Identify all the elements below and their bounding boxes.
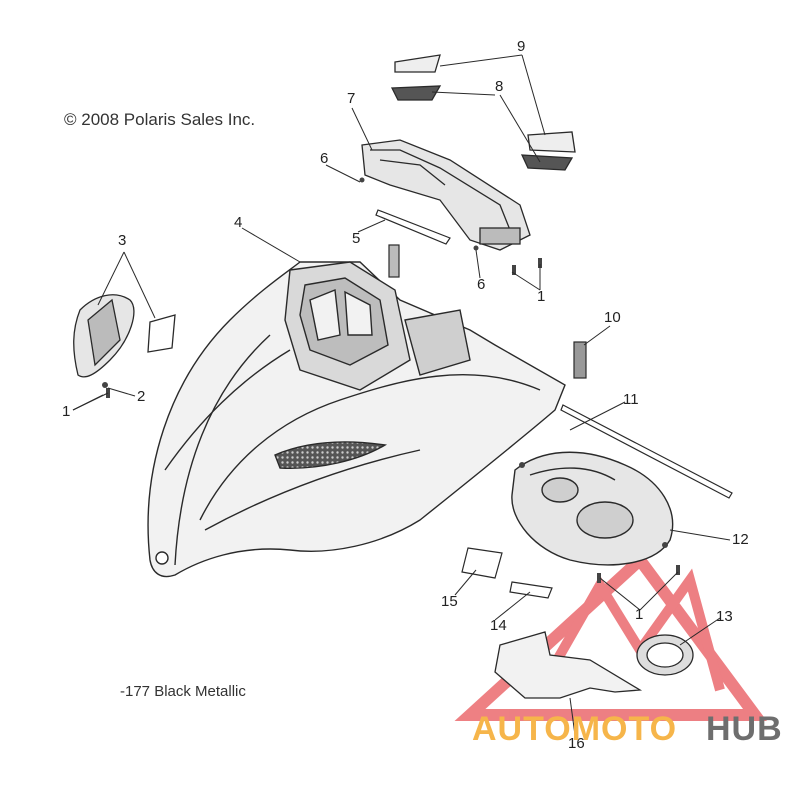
watermark-text-automoto: AUTOMOTO bbox=[472, 710, 678, 748]
mirror-part-3 bbox=[73, 294, 176, 378]
watermark-text-hub: HUB bbox=[706, 710, 783, 748]
callout-4: 4 bbox=[234, 214, 243, 231]
leader-lines bbox=[72, 54, 731, 736]
gasket-part-13 bbox=[636, 634, 694, 676]
callout-6-left: 6 bbox=[320, 150, 329, 167]
pad-part-9 bbox=[394, 54, 576, 153]
callout-11: 11 bbox=[623, 391, 639, 408]
callout-10: 10 bbox=[604, 309, 621, 326]
decals-parts-14-15 bbox=[461, 547, 553, 599]
clip-part-8 bbox=[390, 85, 574, 171]
finish-note: -177 Black Metallic bbox=[120, 683, 246, 700]
callout-16: 16 bbox=[568, 735, 585, 752]
callout-5: 5 bbox=[352, 230, 361, 247]
fasteners bbox=[102, 177, 680, 583]
callout-13: 13 bbox=[716, 608, 733, 625]
strip-part-11 bbox=[560, 404, 733, 499]
callout-15: 15 bbox=[441, 593, 458, 610]
panel-part-16 bbox=[494, 631, 643, 699]
callout-1-upper: 1 bbox=[537, 288, 546, 305]
bracket-part-10 bbox=[573, 341, 587, 379]
dash-bracket-part-7 bbox=[361, 139, 531, 251]
callout-12: 12 bbox=[732, 531, 749, 548]
callout-14: 14 bbox=[490, 617, 507, 634]
callout-9: 9 bbox=[517, 38, 526, 55]
callout-6-right: 6 bbox=[477, 276, 486, 293]
copyright-notice: © 2008 Polaris Sales Inc. bbox=[64, 110, 256, 129]
strip-part-5 bbox=[375, 209, 451, 278]
hood-part-4 bbox=[147, 261, 566, 578]
storage-part-12 bbox=[511, 451, 674, 566]
callout-1-left: 1 bbox=[62, 403, 71, 420]
callout-1-lower: 1 bbox=[635, 606, 644, 623]
callout-8: 8 bbox=[495, 78, 504, 95]
callout-2: 2 bbox=[137, 388, 146, 405]
callout-3: 3 bbox=[118, 232, 127, 249]
callout-7: 7 bbox=[347, 90, 356, 107]
